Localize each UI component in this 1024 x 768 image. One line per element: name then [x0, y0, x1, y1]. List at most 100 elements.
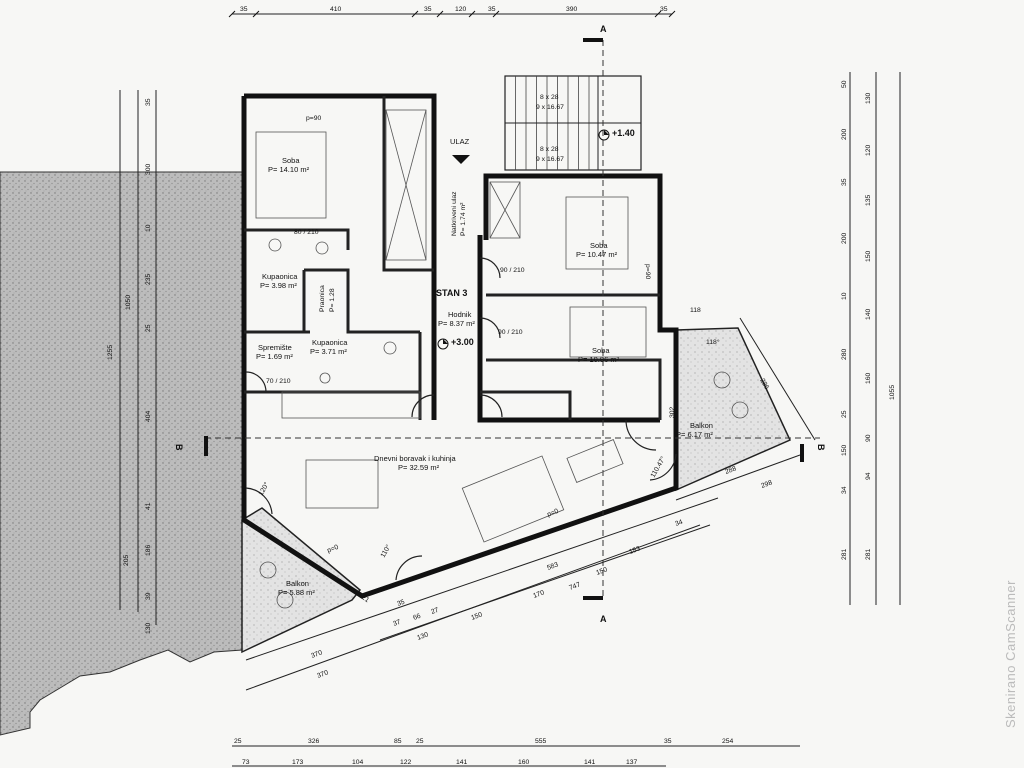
dim-bottom1-0: 25 [234, 738, 242, 745]
dim-right-5: 135 [865, 194, 872, 206]
section-a-marker-top [583, 38, 603, 42]
parapet-label-3: p=0 [326, 544, 340, 555]
dim-left-3: 235 [145, 273, 152, 285]
section-a-bottom-label: A [600, 614, 607, 624]
door-swings [245, 257, 677, 581]
dim-diag-2: 583 [546, 561, 559, 572]
door-dim-0: 80 / 210 [294, 229, 319, 236]
dim-bottom1-4: 555 [535, 738, 547, 745]
dim-left-10: 39 [145, 592, 152, 600]
dim-top-1: 410 [330, 6, 342, 13]
dim-diag-12: 35 [396, 599, 406, 608]
dim-tick [252, 10, 260, 18]
dim-left-1: 1050 [125, 295, 132, 310]
level-marker-entry-icon [598, 129, 610, 141]
furniture [255, 109, 749, 609]
room-soba3-name: Soba [592, 346, 610, 355]
dim-right-9: 140 [865, 308, 872, 320]
dim-tick [411, 10, 419, 18]
dim-bottom1-6: 254 [722, 738, 734, 745]
dim-diag-11: 27 [430, 607, 440, 616]
room-praonica-name: Praonica [319, 285, 326, 312]
dim-right-7: 150 [865, 250, 872, 262]
stairs [504, 75, 642, 171]
dim-top-6: 35 [660, 6, 668, 13]
dim-bottom1-5: 35 [664, 738, 672, 745]
dim-line-diag-4 [739, 317, 816, 441]
dim-tick [492, 10, 500, 18]
dim-left-0: 1255 [107, 345, 114, 360]
stairs-upper-rise: 9 x 16.67 [536, 104, 564, 111]
room-hodnik-area: P= 8.37 m² [438, 319, 475, 328]
dim-left-5: 25 [145, 324, 152, 332]
room-ulaz-area: P= 1.74 m² [460, 202, 467, 236]
entrance-label: ULAZ [450, 137, 470, 146]
door-dim-2: 90 / 210 [498, 329, 523, 336]
dim-right-18: 281 [865, 548, 872, 560]
outer-walls [241, 93, 679, 599]
section-b-marker-left [204, 436, 208, 456]
dim-left-2: 300 [145, 163, 152, 175]
dim-bottom1-1: 326 [308, 738, 320, 745]
stairs-upper: 8 x 28 [540, 94, 559, 101]
dim-diag-15: 286 [758, 378, 770, 392]
dim-right-6: 200 [841, 232, 848, 244]
top-ticks [228, 10, 676, 18]
room-dnevni-area: P= 32.59 m² [398, 463, 440, 472]
dim-bottom2-5: 160 [518, 759, 530, 766]
section-a-marker-bottom [583, 596, 603, 600]
section-b-left-label: B [174, 444, 184, 451]
room-hodnik-name: Hodnik [448, 310, 472, 319]
dim-left-12: 35 [145, 98, 152, 106]
dim-tick [436, 10, 444, 18]
parapet-label: p=90 [306, 115, 322, 122]
dim-bottom2-2: 104 [352, 759, 364, 766]
room-soba1-name: Soba [282, 156, 300, 165]
dim-left-7: 41 [145, 502, 152, 510]
dim-top-3: 120 [455, 6, 467, 13]
dim-top-5: 390 [566, 6, 578, 13]
door-dim-1: 90 / 210 [500, 267, 525, 274]
dim-diag-1: 370 [316, 669, 329, 680]
level-floor-label: +3.00 [451, 337, 474, 347]
room-soba2-name: Soba [590, 241, 608, 250]
section-a-top-label: A [600, 24, 607, 34]
dim-bottom2-6: 141 [584, 759, 596, 766]
dim-right-10: 280 [841, 348, 848, 360]
room-kupaonica2-area: P= 3.71 m² [310, 347, 347, 356]
dim-right-12: 25 [841, 410, 848, 418]
dim-bottom2-0: 73 [242, 759, 250, 766]
dim-right-1: 130 [865, 92, 872, 104]
dim-left-4: 10 [145, 224, 152, 232]
room-kupaonica1-area: P= 3.98 m² [260, 281, 297, 290]
room-balkon2-area: P= 5.88 m² [278, 588, 315, 597]
dim-diag-3: 747 [568, 581, 581, 592]
dim-right-15: 94 [865, 472, 872, 480]
dim-right-0: 50 [841, 80, 848, 88]
level-marker-floor-icon [437, 338, 449, 350]
dim-diag-6: 170 [532, 589, 545, 600]
dim-tick [654, 10, 662, 18]
section-b-marker-right [800, 444, 804, 462]
dim-diag-8: 130 [416, 631, 429, 642]
dim-right-8: 10 [841, 292, 848, 300]
dim-diag-4: 153 [628, 545, 641, 556]
room-dnevni-name: Dnevni boravak i kuhinja [374, 454, 457, 463]
parapet-label-4: p=0 [546, 508, 560, 519]
dim-tick [228, 10, 236, 18]
angle-label-2: 110° [379, 543, 393, 559]
dim-diag-7: 150 [470, 611, 483, 622]
dim-right-4: 35 [841, 178, 848, 186]
dim-top-4: 35 [488, 6, 496, 13]
room-spremiste-area: P= 1.69 m² [256, 352, 293, 361]
dim-tick [468, 10, 476, 18]
dim-right-3: 120 [865, 144, 872, 156]
dim-line-diag-5 [675, 454, 801, 501]
level-entry-label: +1.40 [612, 128, 635, 138]
dim-top-0: 35 [240, 6, 248, 13]
dim-bottom2-1: 173 [292, 759, 304, 766]
apartment-label: STAN 3 [436, 288, 467, 298]
dim-right-17: 281 [841, 548, 848, 560]
entrance-arrow-icon [452, 155, 470, 164]
parapet-label-2: p=90 [644, 264, 651, 280]
